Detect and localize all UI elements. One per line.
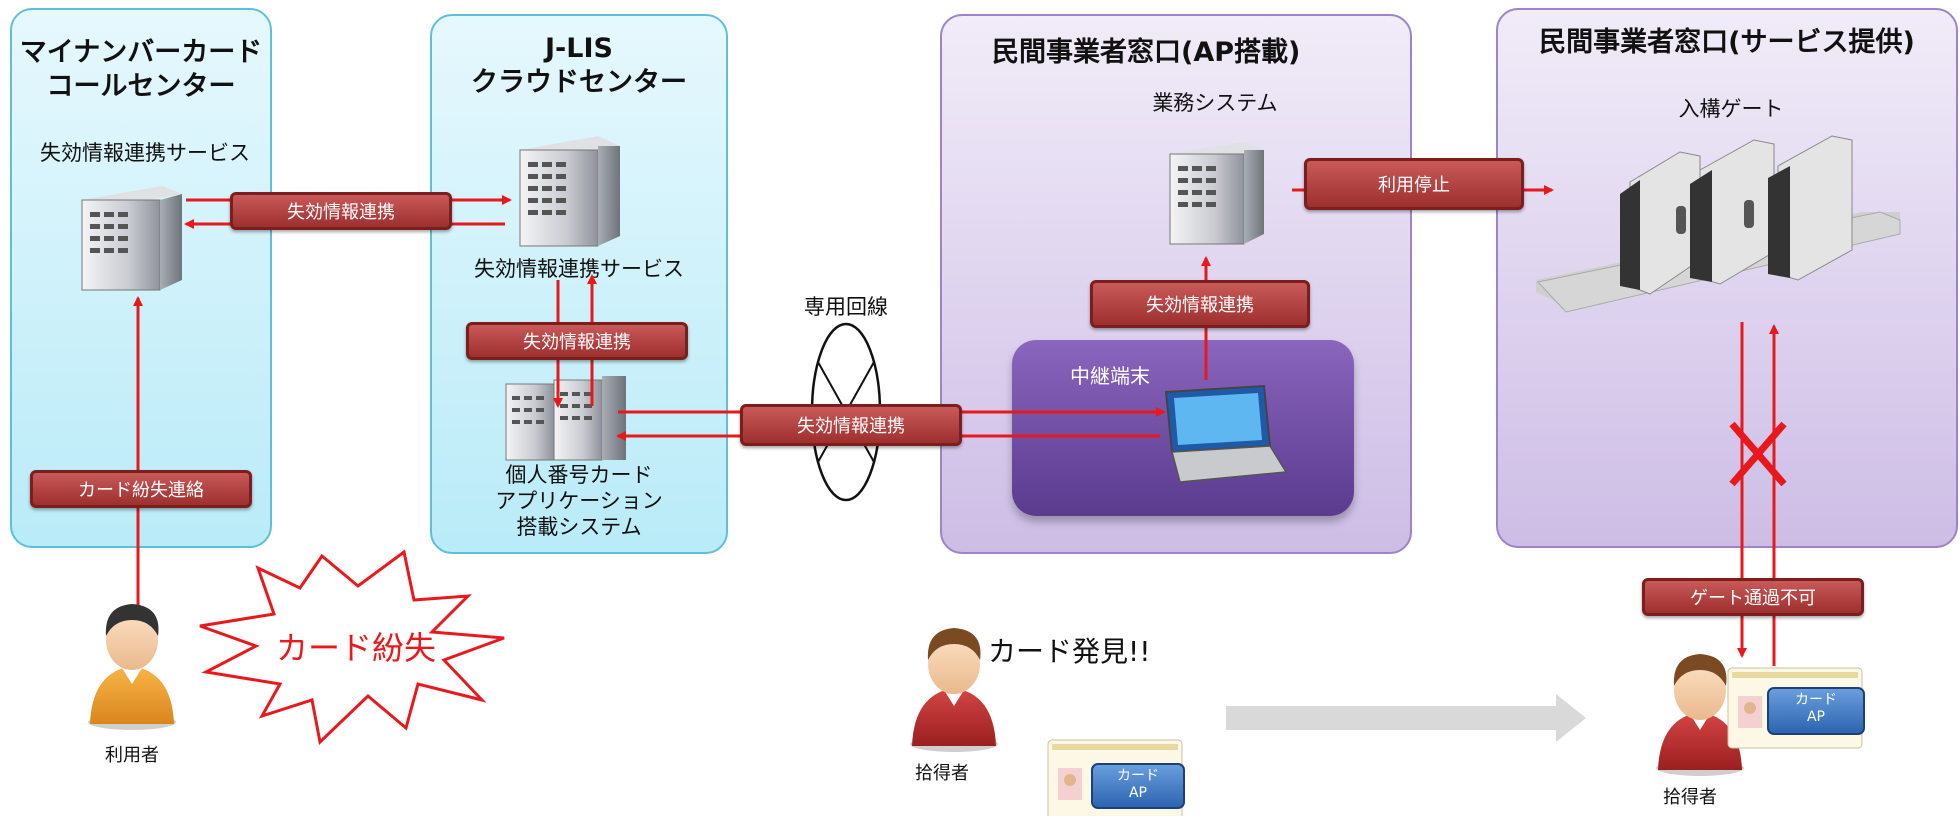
tag-gate-denied: ゲート通過不可 [1642,578,1864,616]
loss-burst-text: カード紛失 [275,629,436,667]
jlis-title-line2: クラウドセンター [471,67,687,98]
jlis-panel [430,14,728,554]
gate-label: 入構ゲート [1678,97,1784,121]
card-found-text: カード発見!! [988,635,1151,668]
jlis-title-line1: J-LIS [545,33,613,64]
card-chip-text: カード AP [1092,768,1184,802]
business-server-icon [1169,142,1264,245]
card-chip-line2: AP [1128,785,1148,801]
card-chip-text-2: カード AP [1768,692,1864,726]
denied-cross-icon [1729,421,1787,487]
tag-jlis-internal-link: 失効情報連携 [466,322,688,360]
tag-relay-business-link: 失効情報連携 [1090,280,1310,328]
laptop-icon [1164,384,1288,483]
finder-label-2: 拾得者 [1663,787,1717,808]
ap-window-title: 民間事業者窓口(AP搭載) [992,37,1301,68]
callcenter-server-icon [81,186,182,291]
jlis-server-icon [519,136,620,247]
jlis-title: J-LIS クラウドセンター [430,32,728,100]
jlis-system-label: 個人番号カード アプリケーション 搭載システム [430,462,728,540]
tag-jlis-ap-link: 失効情報連携 [740,404,962,446]
finder-person-icon [910,628,998,752]
card-chip-line1-2: カード [1795,692,1837,708]
user-person-icon [88,604,176,730]
dedicated-line-label: 専用回線 [804,295,888,319]
user-label: 利用者 [105,745,159,766]
finder-person-icon-2 [1656,654,1744,776]
tag-report-loss: カード紛失連絡 [30,470,252,508]
relay-terminal-label: 中継端末 [1070,364,1150,388]
jlis-system-line1: 個人番号カード [505,463,653,487]
tag-stop-usage: 利用停止 [1304,158,1524,210]
card-chip-line1: カード [1117,768,1159,784]
callcenter-title: マイナンバーカード コールセンター [14,36,268,104]
finder-label: 拾得者 [915,763,969,784]
transition-arrow-icon [1226,694,1586,742]
loss-burst-icon [199,549,505,745]
service-window-title: 民間事業者窓口(サービス提供) [1539,27,1915,58]
callcenter-title-line1: マイナンバーカード [19,37,263,68]
jlis-service-label: 失効情報連携サービス [474,257,684,281]
callcenter-title-line2: コールセンター [46,71,236,102]
jlis-server-cluster-icon [505,376,626,461]
gate-icon [1536,135,1901,313]
id-card-icon [1047,739,1185,816]
id-card-icon-2 [1727,667,1865,749]
business-system-label: 業務システム [1152,91,1278,115]
card-chip-line2-2: AP [1806,709,1826,725]
callcenter-service-label: 失効情報連携サービス [40,141,250,165]
tag-callcenter-jlis-link: 失効情報連携 [230,192,452,230]
jlis-system-line3: 搭載システム [516,515,642,539]
jlis-system-line2: アプリケーション [495,489,663,513]
